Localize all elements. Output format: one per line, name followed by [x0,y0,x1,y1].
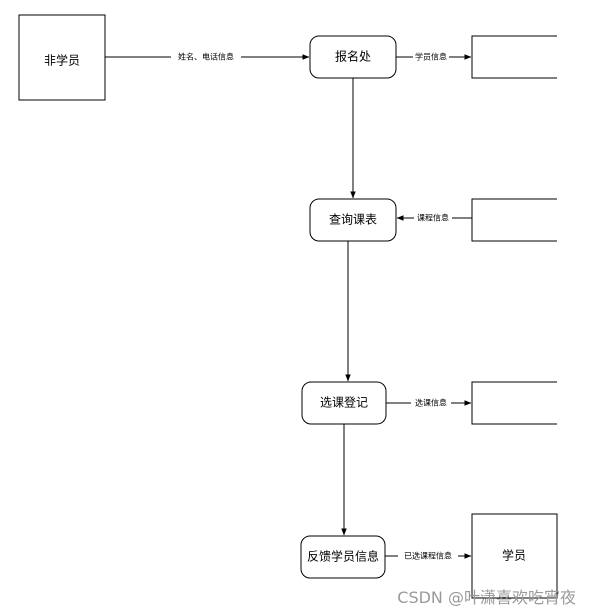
process-query-schedule-label: 查询课表 [329,213,377,227]
entity-non-student: 非学员 [18,14,106,101]
process-query-schedule: 查询课表 [309,198,397,242]
edge-non-student-to-registration: 姓名、电话信息 [105,51,310,63]
edge-selection-to-selection-info: 选课信息 [386,397,472,409]
data-store-selection-info [471,381,557,425]
edge-registration-to-student-info: 学员信息 [396,51,472,63]
process-course-selection: 选课登记 [301,381,387,425]
entity-student: 学员 [471,513,558,599]
edge-label-selected-course-info: 已选课程信息 [404,551,452,561]
process-registration: 报名处 [309,35,397,79]
entity-non-student-label: 非学员 [44,53,80,68]
process-feedback-label: 反馈学员信息 [307,549,379,564]
edge-label-name-phone: 姓名、电话信息 [178,52,234,62]
edge-label-selection-info: 选课信息 [415,398,447,408]
data-store-course-info [471,198,557,242]
watermark-text: CSDN @叶潇喜欢吃宵夜 [397,588,576,607]
data-store-student-info [471,35,557,79]
process-feedback: 反馈学员信息 [300,535,386,579]
edge-label-course-info: 课程信息 [417,213,449,223]
process-registration-label: 报名处 [335,49,371,64]
process-course-selection-label: 选课登记 [320,395,368,410]
edge-course-info-to-query: 课程信息 [396,212,472,224]
edge-label-student-info: 学员信息 [415,52,447,62]
edge-feedback-to-student: 已选课程信息 [385,550,472,562]
entity-student-label: 学员 [502,548,526,563]
